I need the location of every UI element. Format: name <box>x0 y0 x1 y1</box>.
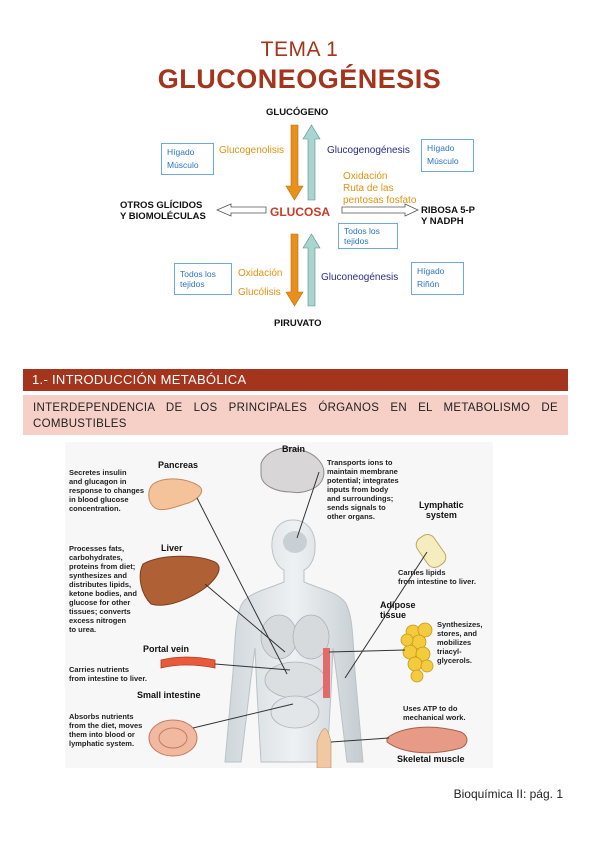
brain-title: Brain <box>282 444 306 454</box>
lymphatic-desc: Carries lipids from intestine to liver. <box>398 568 476 586</box>
skeletal-muscle-title: Skeletal muscle <box>397 754 465 764</box>
organ-figure-drawing <box>139 447 468 768</box>
pancreas-shape <box>148 478 203 511</box>
section-title: 1.- INTRODUCCIÓN METABÓLICA <box>23 369 568 391</box>
liver-title: Liver <box>161 543 183 553</box>
lymphatic-shape <box>415 533 447 569</box>
portal-vein-shape <box>160 656 216 669</box>
otros-glicidos-label: OTROS GLÍCIDOS Y BIOMOLÉCULAS <box>120 200 206 222</box>
adipose-shape <box>400 622 434 683</box>
lymphatic-title: Lymphatic system <box>419 500 464 520</box>
skeletal-muscle-shape <box>386 726 468 754</box>
organ-figure: Pancreas Secretes insulin and glucagon i… <box>65 442 493 768</box>
box-todos-tejidos-left: Todos los tejidos <box>174 263 232 295</box>
pancreas-title: Pancreas <box>158 460 199 470</box>
tema-label: TEMA 1 <box>260 38 339 61</box>
oxidacion-ruta-label: Oxidación Ruta de las pentosas fosfato <box>343 171 417 206</box>
glucogeno-label: GLUCÓGENO <box>266 107 329 118</box>
portal-vein-desc: Carries nutrients from intestine to live… <box>69 665 147 683</box>
page-footer: Bioquímica II: pág. 1 <box>453 787 563 801</box>
glucosa-label: GLUCOSA <box>270 205 330 219</box>
box-higado-musculo-right: Hígado Músculo <box>421 139 474 172</box>
adipose-desc: Synthesizes, stores, and mobilizes triac… <box>437 620 483 665</box>
pancreas-desc: Secretes insulin and glucagon in respons… <box>69 468 145 513</box>
portal-vein-title: Portal vein <box>143 644 190 654</box>
page-title: GLUCONEOGÉNESIS <box>157 64 442 94</box>
arrow-to-otros-glicidos <box>215 203 267 217</box>
brain-shape <box>260 447 325 493</box>
arrow-glucogenogenesis <box>302 124 321 201</box>
ribosa-label: RIBOSA 5-P Y NADPH <box>421 205 476 227</box>
adipose-title: Adipose tissue <box>380 600 416 620</box>
piruvato-label: PIRUVATO <box>274 318 322 329</box>
arrow-gluconeogenesis <box>302 233 321 307</box>
liver-desc: Processes fats, carbohydrates, proteins … <box>69 544 137 634</box>
box-higado-rinon: Hígado Riñón <box>411 262 464 295</box>
arrow-to-ribosa <box>341 203 419 217</box>
metabolic-scheme-arrows <box>215 124 419 307</box>
section-subtitle: INTERDEPENDENCIA DE LOS PRINCIPALES ÓRGA… <box>23 395 568 435</box>
glucogenolisis-label: Glucogenolisis <box>219 145 285 156</box>
arrow-glucogenolisis <box>285 124 304 201</box>
liver-shape <box>139 555 220 606</box>
box-todos-tejidos-right: Todos los tejidos <box>338 223 398 249</box>
arrow-glucolisis <box>285 233 304 307</box>
small-intestine-shape <box>148 719 198 757</box>
gluconeogenesis-label: Gluconeogénesis <box>321 272 399 283</box>
glucogenogenesis-label: Glucogenogénesis <box>327 145 410 156</box>
small-intestine-desc: Absorbs nutrients from the diet, moves t… <box>69 712 143 748</box>
brain-desc: Transports ions to maintain membrane pot… <box>327 458 399 521</box>
skeletal-muscle-desc: Uses ATP to do mechanical work. <box>403 704 466 722</box>
small-intestine-title: Small intestine <box>137 690 201 700</box>
glucolisis-label: Glucólisis <box>238 287 281 298</box>
oxidacion-label: Oxidación <box>238 268 283 279</box>
box-higado-musculo-left: Hígado Músculo <box>161 143 214 175</box>
